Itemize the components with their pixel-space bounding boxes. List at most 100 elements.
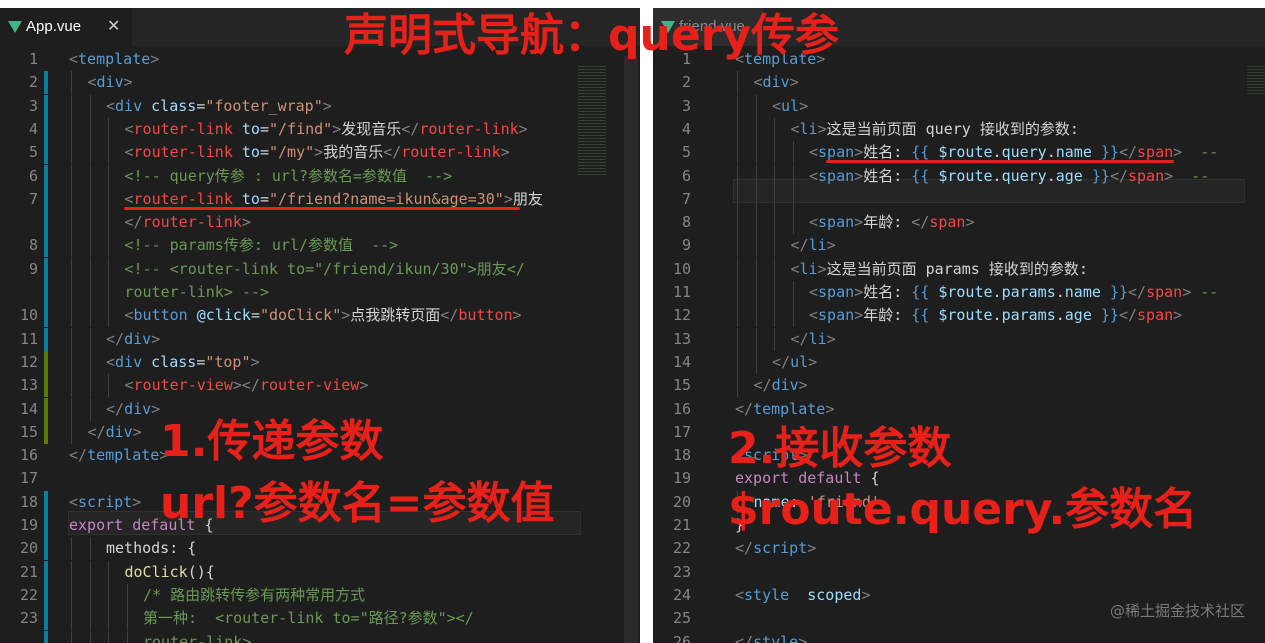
code-text: </li> [791,328,836,351]
code-line[interactable]: 5<router-link to="/my">我的音乐</router-link… [0,141,640,165]
indent-guide [71,234,72,258]
code-line[interactable]: </router-link> [0,211,640,235]
code-line[interactable]: 17 [0,467,640,490]
indent-guide [108,281,109,304]
code-line[interactable]: 9</li> [653,234,1265,258]
code-line[interactable]: 12<div class="top"> [0,350,640,374]
code-line[interactable]: 21} [653,514,1265,537]
code-token: }} [1100,306,1119,325]
indent-guide [71,397,72,421]
minimap[interactable] [578,66,606,176]
code-line[interactable]: 23 [653,561,1265,584]
code-line[interactable]: 11<span>姓名: {{ $route.params.name }}</sp… [653,281,1265,304]
scrollbar[interactable] [624,56,638,643]
git-change-marker [44,164,48,188]
code-line[interactable]: 10<li>这是当前页面 params 接收到的参数: [653,257,1265,281]
left-code-editor[interactable]: 1<template>2<div>3<div class="footer_wra… [0,48,640,643]
line-number: 17 [672,422,691,441]
code-line[interactable]: 17 [653,421,1265,444]
code-line[interactable]: 16</template> [0,444,640,467]
code-token: </ [772,352,791,371]
code-token: > [1164,166,1174,185]
code-token: 第一种: <router-link to="路径?参数"></ [143,609,474,628]
code-line[interactable]: 1<template> [0,48,640,71]
tab-app-vue[interactable]: App.vue ✕ [0,8,132,46]
code-line[interactable]: 15</div> [0,420,640,444]
right-code-editor[interactable]: 1<template>2<div>3<ul>4<li>这是当前页面 query … [653,48,1265,643]
code-text: <span>年龄: </span> [809,211,974,234]
code-line[interactable]: 1<template> [653,48,1265,71]
code-line[interactable]: 14</ul> [653,350,1265,374]
code-line[interactable]: 12<span>年龄: {{ $route.params.age }}</spa… [653,304,1265,328]
code-token: < [124,189,134,208]
code-token: . [1046,166,1056,185]
code-line[interactable]: 2<div> [653,71,1265,95]
line-number: 7 [681,189,691,208]
code-line[interactable]: 5<span>姓名: {{ $route.query.name }}</span… [653,141,1265,165]
indent-guide [755,141,757,165]
code-line[interactable]: 18<script> [0,490,640,514]
code-token [1101,283,1110,301]
code-line[interactable]: 25 [653,607,1265,630]
code-token: < [124,376,134,395]
code-token: default [132,516,196,534]
code-token: -- [1182,143,1219,162]
code-line[interactable]: 7 [653,187,1265,211]
indent-guide [126,607,128,631]
code-line[interactable]: 6<span>姓名: {{ $route.query.age }}</span>… [653,164,1265,188]
code-line[interactable]: 3<div class="footer_wrap"> [0,94,640,118]
code-line[interactable]: 15</div> [653,374,1265,398]
code-line[interactable]: 7<router-link to="/friend?name=ikun&age=… [0,187,640,211]
left-tab-bar: App.vue ✕ [0,8,640,46]
code-text: <router-link to="/friend?name=ikun&age=3… [125,188,543,211]
code-line[interactable]: 24<style scoped> [653,584,1265,607]
code-line[interactable]: 26</style> [653,631,1265,643]
code-token: style [744,585,790,604]
code-line[interactable]: 3<ul> [653,94,1265,118]
close-icon[interactable]: ✕ [107,18,121,35]
code-token: > [798,632,808,643]
code-token: span [1146,283,1183,301]
line-number: 21 [672,516,691,534]
code-text: <template> [69,48,159,71]
code-line[interactable]: 22</script> [653,537,1265,560]
code-line[interactable]: 13</li> [653,327,1265,351]
git-change-marker [44,327,48,351]
code-text: </div> [88,421,142,444]
code-line[interactable]: 4<router-link to="/find">发现音乐</router-li… [0,117,640,141]
code-line[interactable]: 13<router-view></router-view> [0,374,640,398]
code-line[interactable]: 16</template> [653,398,1265,421]
code-token: export [735,469,790,488]
indent-guide [71,141,72,165]
code-line[interactable]: 8<!-- params传参: url/参数值 --> [0,234,640,258]
code-line[interactable]: 6<!-- query传参 : url?参数名=参数值 --> [0,164,640,188]
code-token: > [789,73,799,92]
code-token: < [790,259,800,278]
code-line[interactable]: router-link> [0,630,640,643]
code-line[interactable]: 14</div> [0,397,640,421]
code-token: > [132,492,142,511]
code-line[interactable]: router-link> --> [0,281,640,304]
code-line[interactable]: 22/* 路由跳转传参有两种常用方式 [0,583,640,607]
code-token: > [817,119,827,138]
code-line[interactable]: 9<!-- <router-link to="/friend/ikun/30">… [0,257,640,281]
minimap[interactable] [1247,66,1265,96]
tab-friend-vue[interactable]: friend.vue [653,8,763,46]
code-line[interactable]: 2<div> [0,71,640,95]
code-line[interactable]: 4<li>这是当前页面 query 接收到的参数: [653,117,1265,141]
code-token: < [124,143,134,162]
indent-guide [89,560,91,584]
step1-annotation: 1.传递参数 [160,416,384,467]
code-token: > [359,376,369,395]
code-line[interactable]: 8<span>年龄: </span> [653,211,1265,235]
indent-guide [737,94,738,118]
code-line[interactable]: 10<button @click="doClick">点我跳转页面</butto… [0,304,640,328]
code-line[interactable]: 11</div> [0,327,640,351]
code-line[interactable]: 18<script> [653,444,1265,467]
